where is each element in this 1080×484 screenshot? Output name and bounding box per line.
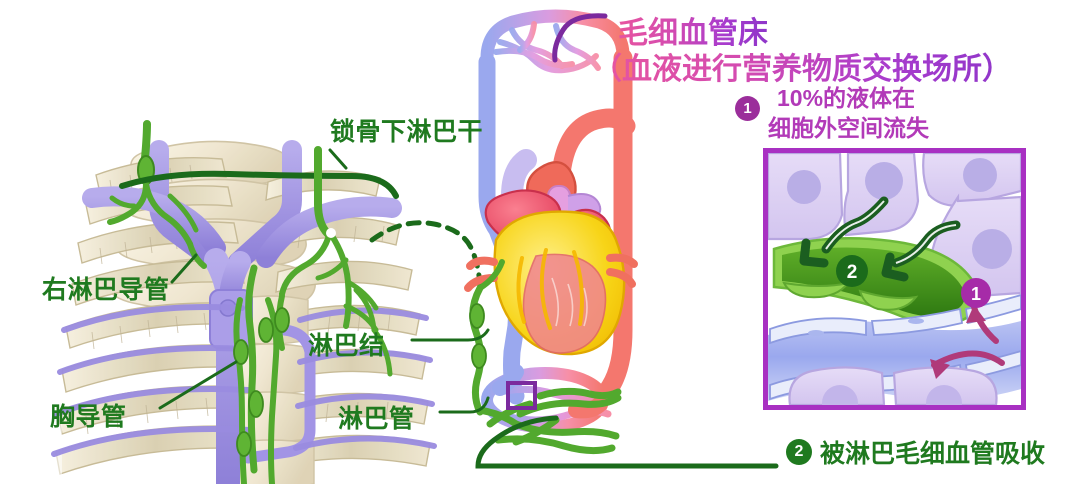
inset-badge-two-label: 2 — [847, 262, 858, 283]
inset-zoom-marker — [506, 381, 537, 410]
fluid-entry-arrowheads — [799, 238, 909, 282]
valve-marker — [326, 228, 336, 238]
dashed-connector — [369, 220, 483, 295]
note-two-badge: 2 — [786, 439, 812, 465]
arrow-highlights — [825, 200, 957, 264]
label-leader-lines — [158, 148, 490, 414]
heart — [464, 149, 638, 356]
label-subclavian-trunk: 锁骨下淋巴干 — [330, 118, 484, 146]
note-two-text: 被淋巴毛细血管吸收 — [820, 440, 1046, 468]
inset-detail-panel: 2 — [763, 148, 1026, 410]
label-thoracic-duct: 胸导管 — [50, 403, 127, 431]
note-one-line1: 10%的液体在 — [777, 85, 916, 111]
inset-illustration: 2 — [768, 153, 1021, 405]
label-lymph-vessel: 淋巴管 — [338, 405, 415, 433]
inset-badge-two — [836, 255, 868, 287]
label-lymph-node: 淋巴结 — [308, 332, 385, 360]
label-right-lymphatic-duct: 右淋巴导管 — [42, 276, 170, 304]
tissue-cells-bottom — [788, 366, 998, 405]
leak-arrowheads — [930, 305, 986, 379]
title-line1: 毛细血管床 — [618, 8, 768, 52]
note-one-line2: 细胞外空间流失 — [768, 115, 929, 141]
inset-badge-one-label: 1 — [971, 284, 981, 304]
lymphatic-vessels-left — [107, 120, 399, 484]
note-one-badge: 1 — [735, 96, 760, 121]
subclavian-veins — [51, 140, 437, 484]
title-line2: （血液进行营养物质交换场所） — [592, 44, 1012, 88]
capillary-bed-pointer — [552, 13, 608, 63]
inset-badge-one — [961, 278, 991, 308]
lymph-absorb-pointer — [475, 415, 779, 469]
